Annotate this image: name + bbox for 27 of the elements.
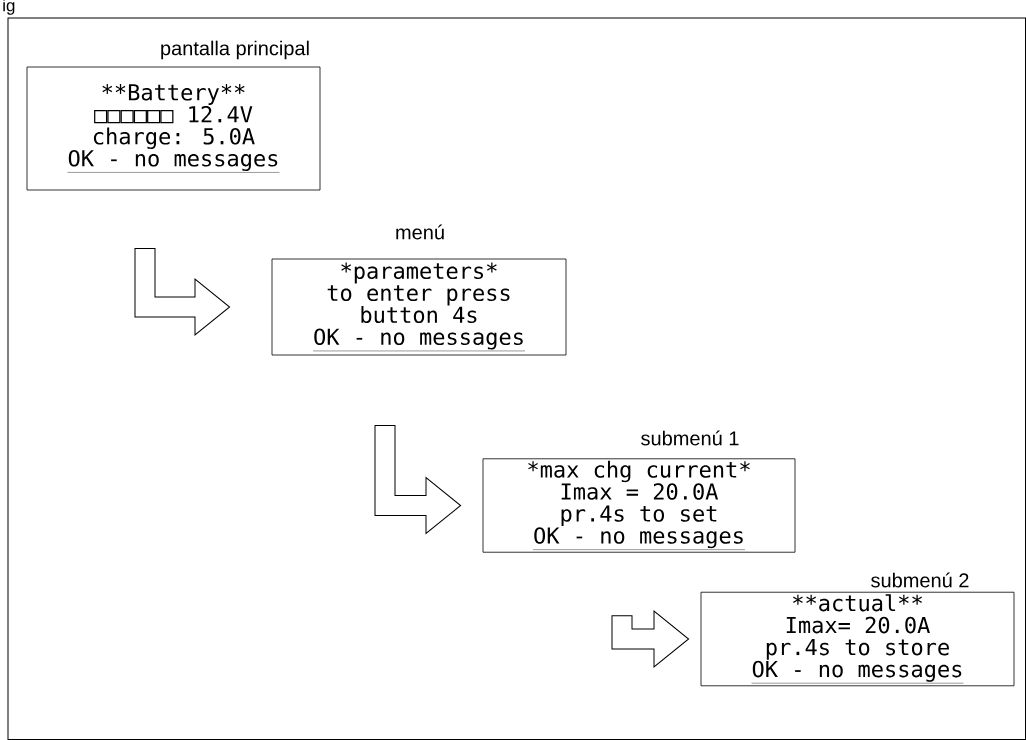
lcd-screen: **Battery** □□□□□□ 12.4V charge: 5.0A OK - no messages bbox=[26, 66, 321, 191]
screen-title: menú bbox=[396, 224, 444, 240]
node-label: □□□□□□ 12.4V bbox=[94, 105, 253, 124]
node-label: *parameters* bbox=[341, 262, 497, 284]
lcd-screen: **actual** Imax= 20.0A pr.4s to store OK - no messages bbox=[700, 591, 1015, 687]
node-label: pr.4s to store bbox=[766, 639, 949, 660]
screen-title: submenú 2 bbox=[871, 572, 969, 588]
hollow-arrow bbox=[611, 610, 690, 668]
node-label: *max chg current* bbox=[528, 460, 750, 483]
node-label: pr.4s to set bbox=[561, 505, 717, 527]
screen-title: submenú 1 bbox=[641, 430, 739, 446]
lcd-screen: *max chg current* Imax = 20.0A pr.4s to set OK - no messages bbox=[482, 458, 796, 553]
hollow-arrow bbox=[134, 247, 231, 336]
lcd-screen: *parameters* to enter press button 4s OK - no messages bbox=[271, 258, 567, 356]
node-label: OK - no messages bbox=[68, 149, 278, 172]
node-label: Imax= 20.0A bbox=[786, 616, 930, 634]
node-label: button 4s bbox=[361, 306, 477, 324]
node-label: OK - no messages bbox=[314, 328, 523, 350]
node-label: charge: 5.0A bbox=[93, 127, 255, 150]
node-label: **actual** bbox=[793, 594, 922, 612]
node-label: OK - no messages bbox=[534, 527, 743, 549]
node-label: **Battery** bbox=[102, 83, 245, 105]
screen-title: pantalla principal bbox=[161, 40, 309, 60]
node-label: OK - no messages bbox=[752, 660, 962, 682]
hollow-arrow bbox=[374, 424, 462, 534]
node-label: to enter press bbox=[327, 285, 510, 306]
node-label: Imax = 20.0A bbox=[561, 483, 719, 500]
